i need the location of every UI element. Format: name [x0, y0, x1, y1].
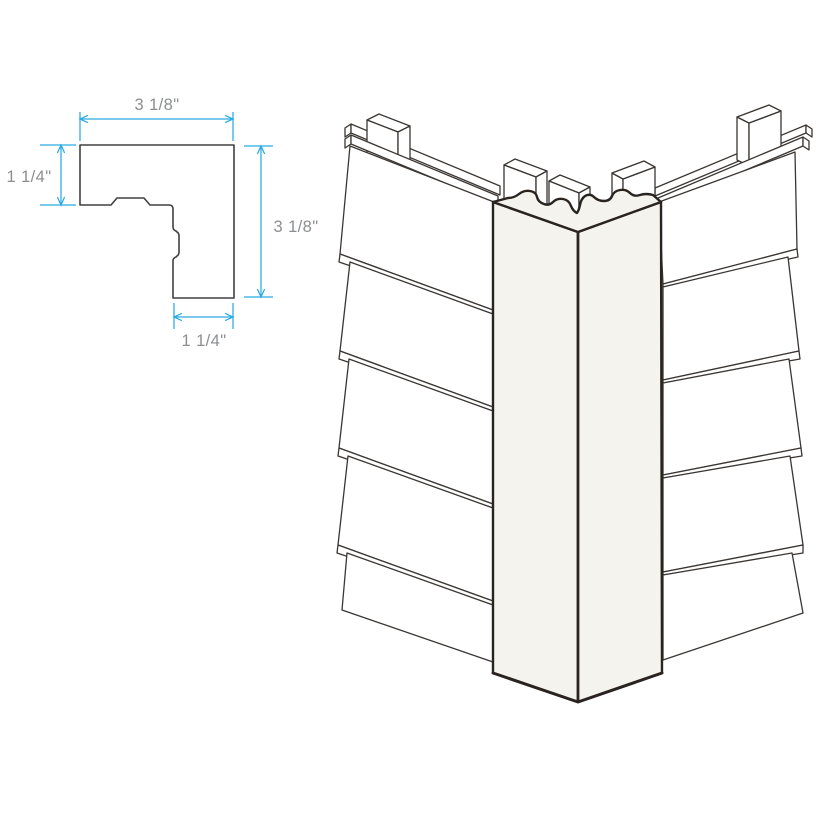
dim-top-width: 3 1/8" — [78, 96, 235, 141]
right-stud-far-side — [736, 116, 750, 167]
corner-post-profile-cross-section: 3 1/8" 1 1/4" 3 1/8" 1 1/4" — [7, 96, 319, 350]
right-stud-corner-top — [611, 160, 656, 180]
right-siding-butt-4 — [662, 544, 804, 576]
right-siding-butt-2 — [662, 350, 801, 384]
right-stud-far-top — [736, 104, 782, 124]
dim-right-height-label: 3 1/8" — [274, 218, 319, 236]
dim-right-height-arrowheads — [256, 144, 266, 299]
dim-right-height: 3 1/8" — [244, 144, 319, 299]
dim-top-width-arrowheads — [78, 114, 235, 124]
corner-post-top-profile-cut — [491, 188, 663, 234]
right-lower-rail-endcap — [802, 136, 810, 151]
dim-left-height-label: 1 1/4" — [7, 168, 52, 186]
corner-post-left-face — [491, 200, 580, 704]
dim-top-width-label: 3 1/8" — [135, 96, 180, 114]
corner-post-bottom-edge — [491, 671, 664, 704]
right-siding-butt-1 — [662, 248, 799, 288]
outside-corner-post-installed-view — [336, 104, 813, 704]
profile-outline — [79, 144, 235, 299]
dim-left-height: 1 1/4" — [7, 143, 76, 207]
dim-bottom-width-arrowheads — [172, 312, 235, 322]
right-upper-rail-endcap — [805, 124, 813, 138]
dim-bottom-width: 1 1/4" — [172, 303, 235, 350]
dim-bottom-width-label: 1 1/4" — [182, 332, 227, 350]
corner-post-right-face — [576, 200, 664, 704]
right-siding-butt-3 — [662, 447, 803, 479]
dim-left-height-arrowheads — [56, 143, 66, 207]
